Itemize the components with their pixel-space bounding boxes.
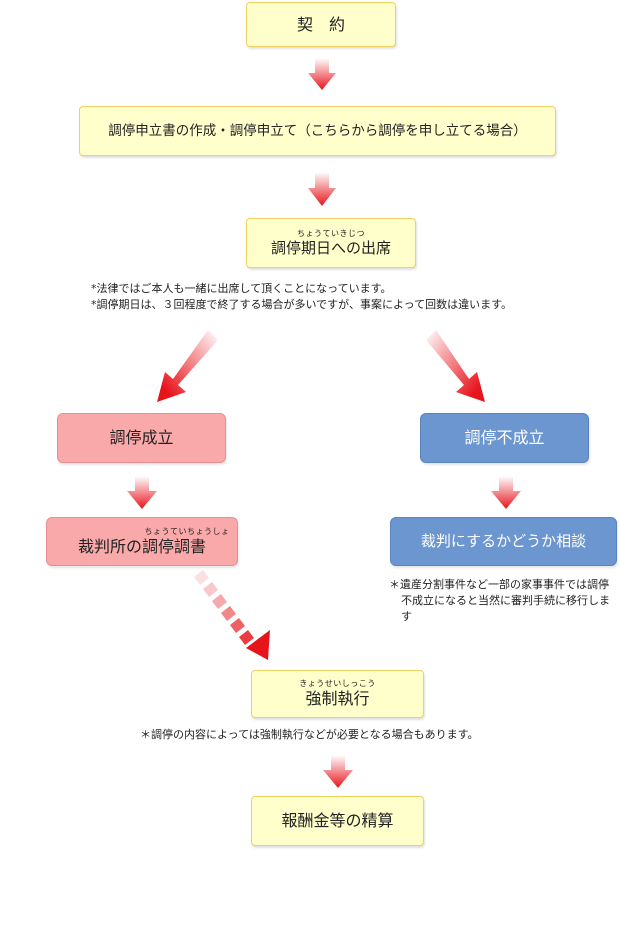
hearing-ruby: ちょうていきじつ [297,228,365,238]
step-enforcement: きょうせいしっこう 強制執行 [251,670,424,718]
step-success-label: 調停成立 [109,428,174,448]
arrow-hearing-to-success [157,330,218,402]
arrow-contract-to-application [308,58,336,90]
arrow-application-to-hearing [308,172,336,206]
step-settlement-label: 報酬金等の精算 [281,811,394,831]
step-hearing: ちょうていきじつ 調停期日への出席 [246,218,416,268]
arrow-hearing-to-failure [426,330,485,402]
step-failure: 調停不成立 [420,413,589,463]
step-judgment-label: 裁判にするかどうか相談 [420,532,587,551]
step-contract-label: 契 約 [296,14,345,34]
step-hearing-label: 調停期日への出席 [270,238,391,257]
step-record: ちょうていちょうしょ 裁判所の調停調書 [46,517,238,566]
hearing-note-1: *法律ではご本人も一緒に出席して頂くことになっています。 [91,282,392,295]
record-ruby: ちょうていちょうしょ [144,526,230,536]
judgment-note: ＊遺産分割事件など一部の家事事件では調停不成立になると当然に審判手続に移行します [389,578,610,623]
arrow-record-to-enforcement [194,570,270,660]
step-success: 調停成立 [57,413,226,463]
step-judgment: 裁判にするかどうか相談 [390,517,617,566]
step-settlement: 報酬金等の精算 [251,796,424,846]
arrow-success-to-record [127,476,157,509]
step-record-label: 裁判所の調停調書 [77,536,206,556]
step-contract: 契 約 [246,2,396,47]
step-enforcement-label: 強制執行 [305,689,370,709]
arrow-failure-to-judgment [491,476,521,509]
enforcement-ruby: きょうせいしっこう [299,679,376,689]
step-application-label: 調停申立書の作成・調停申立て（こちらから調停を申し立てる場合） [108,122,527,139]
step-application: 調停申立書の作成・調停申立て（こちらから調停を申し立てる場合） [79,106,556,156]
arrow-enforcement-to-settlement [323,755,353,788]
enforcement-note: ＊調停の内容によっては強制執行などが必要となる場合もあります。 [140,728,479,741]
step-failure-label: 調停不成立 [464,428,545,448]
hearing-note-2: *調停期日は、３回程度で終了する場合が多いですが、事案によって回数は違います。 [91,298,512,311]
